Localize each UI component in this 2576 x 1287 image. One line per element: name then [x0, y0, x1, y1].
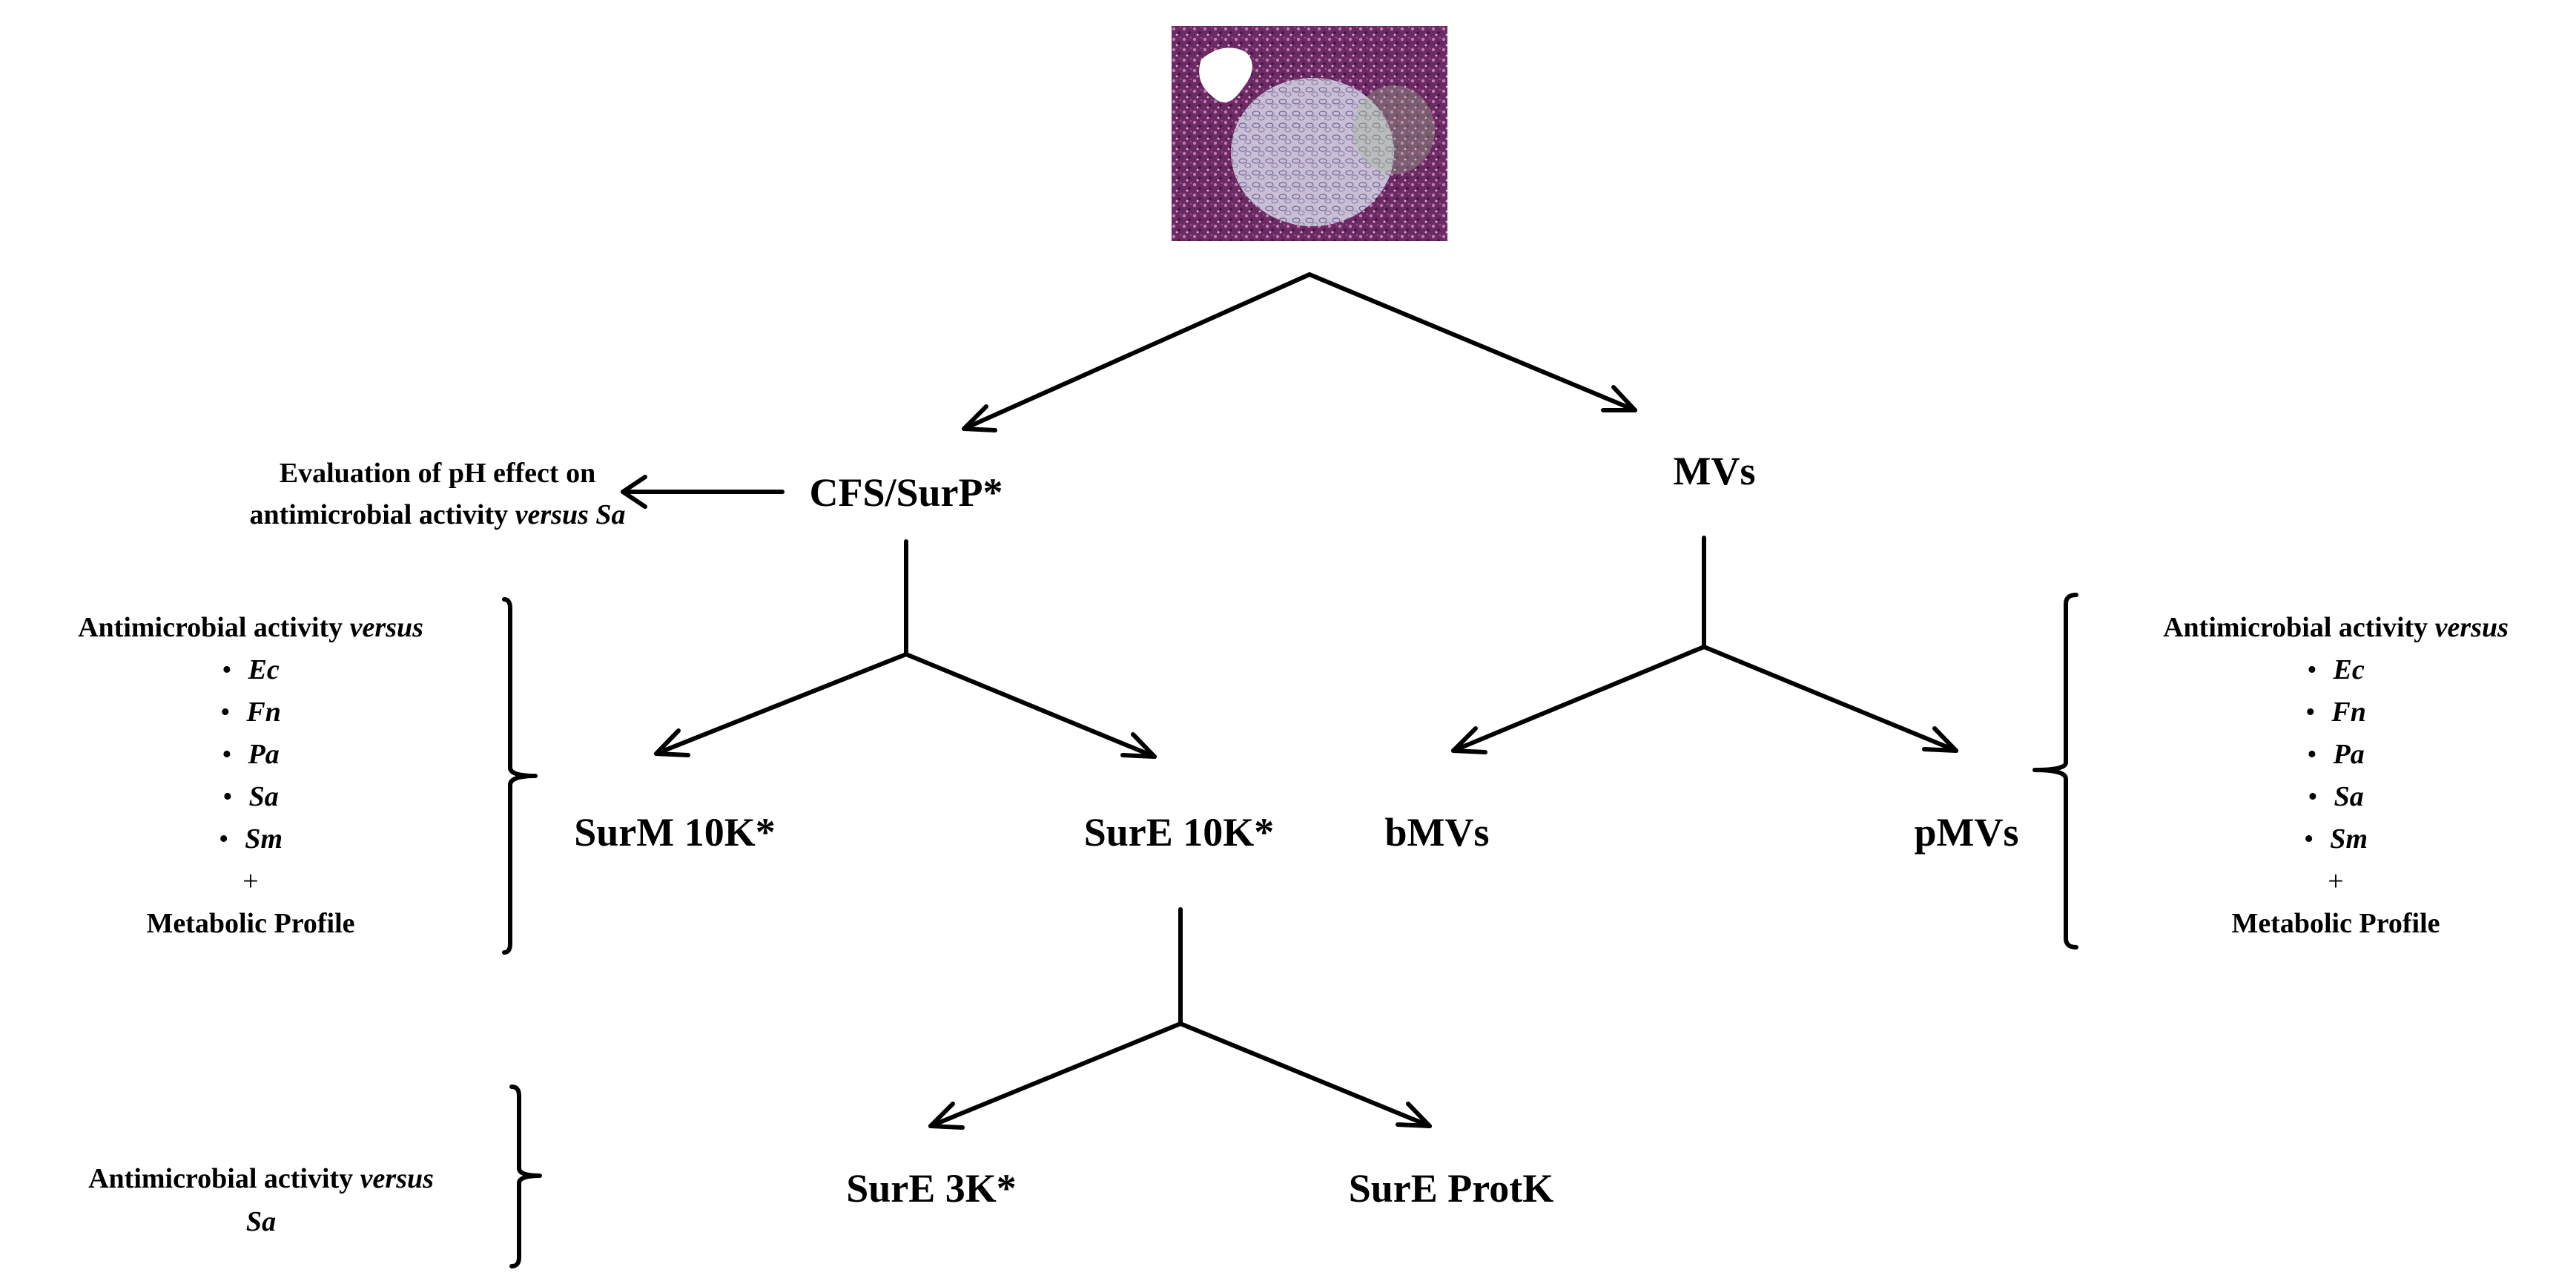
right-brace — [2032, 593, 2078, 949]
left-block-title: Antimicrobial activity versus — [78, 607, 423, 649]
right-bullet-item: •Fn — [2305, 697, 2366, 728]
ph-note-line1: Evaluation of pH effect on — [279, 458, 596, 489]
node-sure-10k: SurE 10K* — [1083, 810, 1275, 855]
arrow-to-mvs — [1307, 272, 1637, 412]
right-metabolic-profile: Metabolic Profile — [2231, 908, 2440, 939]
arrow-to-sure3 — [928, 1021, 1183, 1128]
bottom-activity-note: Antimicrobial activity versus Sa — [88, 1157, 434, 1243]
right-bullet-sm: Sm — [2330, 823, 2368, 855]
left-bullet-sa: Sa — [248, 781, 279, 812]
right-bullet-ec: Ec — [2333, 654, 2365, 685]
arrowhead-pmvs — [1922, 726, 1958, 753]
arrow-to-surm — [654, 652, 908, 756]
left-plus: + — [242, 866, 259, 897]
node-pmvs: pMVs — [1914, 810, 2019, 855]
node-mvs: MVs — [1673, 449, 1756, 493]
arrowhead-surm — [654, 728, 690, 757]
bottom-note-sa: Sa — [245, 1206, 277, 1237]
right-bullet-pa: Pa — [2333, 739, 2365, 770]
right-activity-block: Antimicrobial activity versus •Ec •Fn •P… — [2163, 607, 2509, 945]
bottom-brace — [509, 1084, 542, 1268]
left-bullet-item: •Fn — [220, 697, 281, 728]
arrow-to-pmvs — [1702, 645, 1958, 753]
left-brace — [502, 597, 538, 955]
right-title-versus: versus — [2434, 612, 2509, 643]
microscopy-texture — [1172, 26, 1447, 241]
left-activity-block: Antimicrobial activity versus •Ec •Fn •P… — [78, 607, 423, 945]
arrow-to-sureprot — [1178, 1021, 1432, 1128]
node-bmvs: bMVs — [1384, 810, 1490, 855]
right-block-title: Antimicrobial activity versus — [2163, 607, 2509, 649]
right-bullet-item: •Sa — [2308, 781, 2364, 812]
arrowhead-sureprot — [1396, 1102, 1432, 1128]
arrowhead-sure10 — [1120, 732, 1157, 759]
right-bullet-item: •Pa — [2307, 739, 2365, 770]
arrow-to-bmvs — [1451, 645, 1706, 753]
left-bullet-fn: Fn — [246, 697, 281, 728]
left-title-prefix: Antimicrobial activity — [78, 612, 350, 643]
ph-note-sa: Sa — [595, 499, 626, 530]
bottom-note-versus: versus — [360, 1163, 434, 1194]
ph-effect-note: Evaluation of pH effect on antimicrobial… — [249, 452, 625, 536]
right-title-prefix: Antimicrobial activity — [2163, 612, 2435, 643]
left-bullet-item: •Pa — [222, 739, 280, 770]
ph-note-versus: versus — [515, 499, 589, 530]
ph-note-prefix: antimicrobial activity — [249, 499, 515, 530]
right-bullet-sa: Sa — [2334, 781, 2364, 812]
microscopy-image — [1172, 26, 1447, 241]
bottom-note-line1: Antimicrobial activity versus — [88, 1157, 434, 1200]
ph-note-line2: antimicrobial activity versus Sa — [249, 494, 625, 536]
left-bullet-sm: Sm — [245, 823, 283, 855]
right-plus: + — [2328, 866, 2344, 897]
bottom-note-prefix: Antimicrobial activity — [88, 1163, 360, 1194]
arrow-to-cfs — [962, 272, 1312, 431]
left-bullet-pa: Pa — [248, 739, 280, 770]
left-bullet-ec: Ec — [248, 654, 280, 685]
arrowhead-cfs — [962, 404, 997, 432]
right-bullet-item: •Ec — [2307, 654, 2365, 685]
arrowhead-bmvs — [1451, 726, 1487, 754]
arrowhead-sure3 — [928, 1102, 965, 1130]
node-cfs-surp: CFS/SurP* — [809, 470, 1003, 515]
left-metabolic-profile: Metabolic Profile — [146, 908, 355, 939]
node-sure-3k: SurE 3K* — [846, 1166, 1017, 1211]
node-sure-protk: SurE ProtK — [1348, 1166, 1554, 1211]
left-bullet-item: •Sm — [218, 823, 283, 855]
left-bullet-item: •Ec — [222, 654, 280, 685]
left-bullet-item: •Sa — [222, 781, 279, 812]
right-bullet-item: •Sm — [2303, 823, 2368, 855]
arrowhead-mvs — [1601, 385, 1637, 412]
node-surm-10k: SurM 10K* — [574, 810, 776, 855]
right-bullet-fn: Fn — [2331, 697, 2366, 728]
arrow-to-sure10 — [904, 652, 1157, 759]
arrowhead-ph — [621, 475, 647, 509]
left-title-versus: versus — [349, 612, 423, 643]
